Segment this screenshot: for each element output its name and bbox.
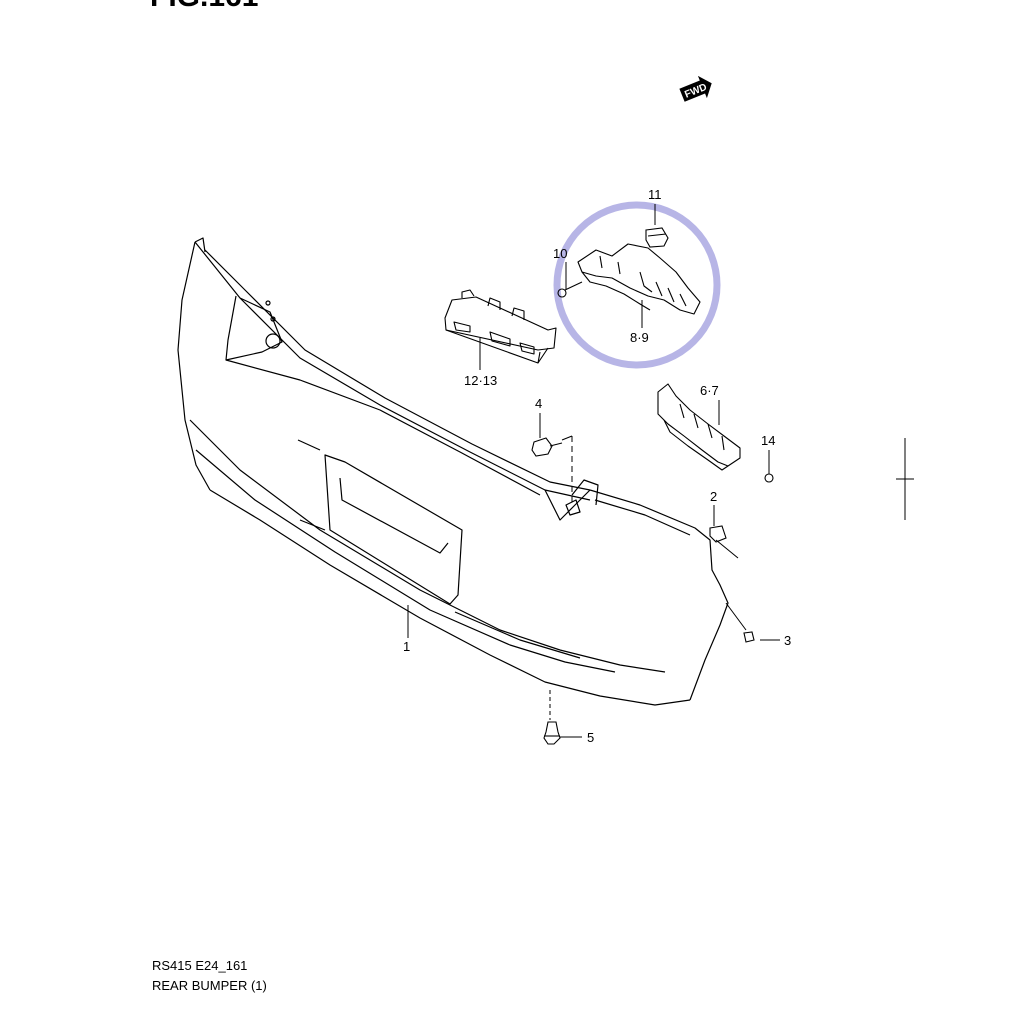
- push-clip-part: [543, 721, 561, 745]
- bolt-part: [531, 437, 563, 457]
- diagram-name: REAR BUMPER (1): [152, 978, 267, 993]
- diagram-code: RS415 E24_161: [152, 958, 248, 973]
- upper-bracket-part: [577, 243, 701, 315]
- callout-3: 3: [784, 633, 791, 648]
- callout-6-7: 6·7: [700, 383, 719, 398]
- callout-2: 2: [710, 489, 717, 504]
- fwd-arrow-icon: FWD: [679, 75, 712, 102]
- center-retainer-part: [444, 289, 557, 364]
- cap-part: [645, 227, 669, 248]
- callout-10: 10: [553, 246, 567, 261]
- callout-4: 4: [535, 396, 542, 411]
- small-screw-part: [764, 473, 774, 483]
- leader-lines: [407, 204, 914, 738]
- callout-12-13: 12·13: [464, 373, 497, 388]
- fwd-label: FWD: [683, 82, 708, 101]
- rear-bumper-part: [177, 237, 729, 706]
- callout-8-9: 8·9: [630, 330, 649, 345]
- callout-1: 1: [403, 639, 410, 654]
- highlight-circle: [553, 201, 721, 369]
- bracket-screw-part: [557, 281, 583, 298]
- callout-11: 11: [648, 187, 662, 202]
- side-bracket-part: [657, 383, 741, 471]
- clip-part: [709, 525, 727, 543]
- callout-14: 14: [761, 433, 775, 448]
- side-screw-part: [743, 631, 755, 643]
- callout-5: 5: [587, 730, 594, 745]
- figure-title: FIG.161: [150, 0, 258, 13]
